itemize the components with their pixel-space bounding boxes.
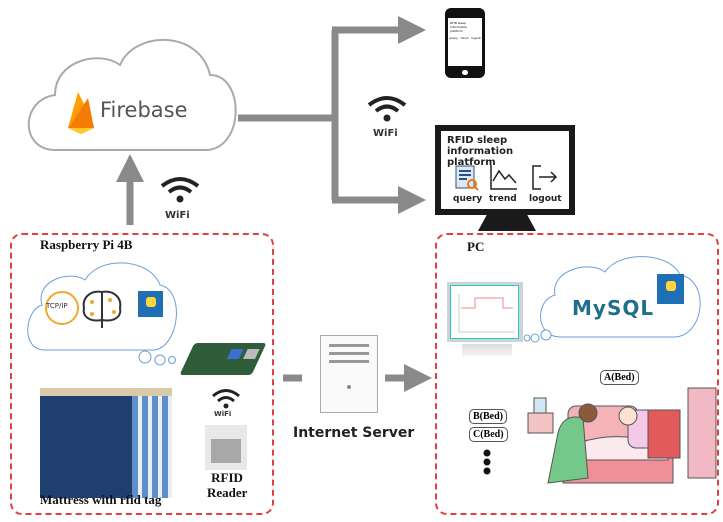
python-icon [657, 274, 684, 304]
query-icon [455, 165, 479, 191]
wifi-label: WiFi [373, 128, 398, 139]
screen-title: RFID sleep information platform [441, 131, 569, 172]
tcpip-label: TCP/IP [46, 302, 68, 310]
pc-group [435, 233, 719, 515]
screen-title-line1: RFID sleep information [447, 135, 514, 157]
bed-label-b[interactable]: B(Bed) [469, 409, 507, 424]
firebase-cloud [27, 38, 237, 151]
sleep-chart-thumbnail [458, 294, 515, 333]
rfid-line1: RFID [211, 470, 243, 485]
rfid-reader-photo [205, 425, 247, 470]
rfid-line2: Reader [207, 485, 248, 500]
phone-trend[interactable]: trend [460, 36, 469, 40]
wifi-label: WiFi [214, 410, 232, 418]
server-icon [320, 335, 378, 413]
mattress-photo [40, 388, 172, 498]
firebase-icon [68, 92, 94, 134]
monitor-base [462, 344, 512, 356]
phone-title: RFID sleep information platform [450, 21, 468, 33]
mysql-text: MySQL [572, 296, 655, 320]
wifi-icon [212, 389, 240, 409]
wifi-icon [367, 96, 407, 122]
mattress-label: Mattress with rfid tag [40, 492, 162, 507]
brain-icon [82, 290, 122, 328]
firebase-label: Firebase [100, 98, 188, 122]
pc-monitor: RFID sleep information platform query tr… [435, 125, 575, 215]
tcpip-globe-icon [45, 291, 79, 325]
screen-query[interactable]: query [453, 194, 483, 204]
screen-logout[interactable]: logout [529, 194, 562, 204]
trend-icon [490, 165, 517, 190]
bed-label-c[interactable]: C(Bed) [469, 427, 508, 442]
logout-icon [532, 165, 558, 190]
pc-monitor-chart [447, 282, 523, 342]
server-label: Internet Server [293, 425, 415, 441]
pc-title: PC [467, 239, 485, 254]
screen-title-line2: platform [447, 157, 496, 168]
more-beds-ellipsis [483, 449, 491, 475]
bed-label-a[interactable]: A(Bed) [600, 370, 639, 385]
wifi-icon [160, 177, 200, 203]
raspberry-pi-group [10, 233, 274, 515]
raspberry-title: Raspberry Pi 4B [40, 237, 133, 252]
mysql-logo: MySQL [572, 296, 654, 320]
python-icon [138, 291, 163, 317]
screen-trend[interactable]: trend [489, 194, 517, 204]
monitor-stand [478, 215, 536, 231]
caregiver-bedside-illustration [527, 387, 717, 484]
wifi-label: WiFi [165, 210, 190, 221]
phone-device: RFID sleep information platform query tr… [445, 8, 485, 78]
rfid-reader-label: RFID Reader [207, 470, 247, 500]
phone-query[interactable]: query [449, 36, 458, 40]
phone-logout[interactable]: logout [471, 36, 481, 40]
